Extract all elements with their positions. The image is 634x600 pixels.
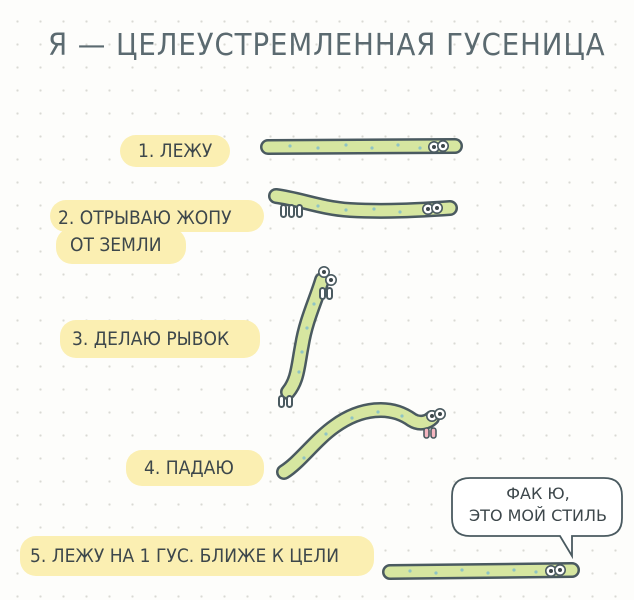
speech-bubble: [451, 477, 623, 560]
step-3-highlight: [60, 320, 260, 358]
caterpillar-2-lifting: [268, 188, 458, 219]
step-1-highlight: [120, 135, 230, 167]
speech-bubble-line2: ЭТО МОЙ СТИЛЬ: [469, 506, 607, 525]
step-3-label: 3. ДЕЛАЮ РЫВОК: [72, 328, 230, 350]
step-2-label-line2: ОТ ЗЕМЛИ: [70, 234, 162, 256]
speech-bubble-line1: ФАК Ю,: [506, 484, 570, 503]
page-title: Я — ЦЕЛЕУСТРЕМЛЕННАЯ ГУСЕНИЦА: [48, 28, 606, 63]
caterpillar-1-lying: [260, 138, 463, 155]
step-1-label: 1. ЛЕЖУ: [138, 140, 213, 162]
step-5-highlight: [20, 536, 374, 576]
caterpillar-5-lying-closer: [382, 562, 580, 580]
step-4-highlight: [126, 450, 264, 486]
step-2-label-line1: 2. ОТРЫВАЮ ЖОПУ: [58, 207, 232, 229]
caterpillar-3-jumping: [278, 265, 338, 408]
step-2-highlight-2: [56, 228, 186, 264]
caterpillar-4-falling: [276, 402, 447, 480]
step-4-label: 4. ПАДАЮ: [144, 457, 234, 479]
step-2-highlight: [50, 200, 264, 232]
step-5-label: 5. ЛЕЖУ НА 1 ГУС. БЛИЖЕ К ЦЕЛИ: [30, 545, 340, 567]
